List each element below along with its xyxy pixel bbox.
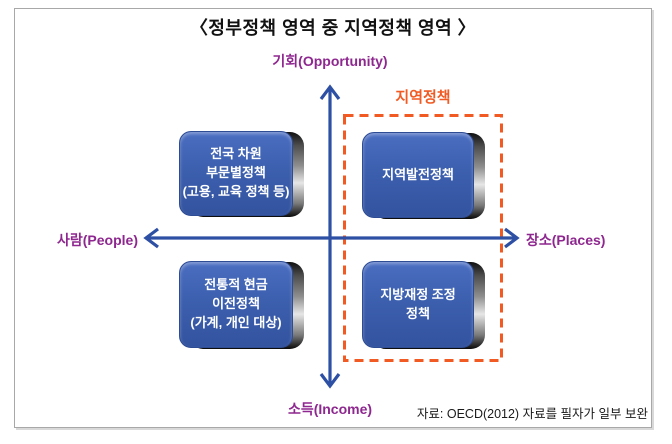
policy-box-regional-development: 지역발전정책 (362, 132, 485, 219)
box-text-line: 정책 (406, 305, 430, 321)
box-text-line: 지역발전정책 (382, 166, 454, 182)
box-face: 지역발전정책 (362, 132, 474, 218)
box-text-line: 전통적 현금 (204, 277, 268, 293)
axis-label-people: 사람(People) (57, 232, 138, 248)
box-text-line: (고용, 교육 정책 등) (182, 183, 290, 199)
box-face: 전통적 현금 이전정책 (가계, 개인 대상) (179, 261, 293, 348)
figure-title: 〈정부정책 영역 중 지역정책 영역 〉 (189, 18, 477, 38)
box-text-line: 지방재정 조정 (380, 286, 456, 302)
policy-box-cash-transfer: 전통적 현금 이전정책 (가계, 개인 대상) (179, 261, 304, 349)
box-text-line: 전국 차원 (210, 146, 262, 162)
axis-label-income: 소득(Income) (287, 401, 373, 417)
axis-label-places: 장소(Places) (526, 232, 606, 248)
figure-border-frame (14, 8, 652, 428)
source-note: 자료: OECD(2012) 자료를 필자가 일부 보완 (416, 407, 648, 421)
axis-label-opportunity: 기회(Opportunity) (272, 53, 388, 69)
box-text-line: 이전정책 (212, 296, 260, 312)
box-face: 전국 차원 부문별정책 (고용, 교육 정책 등) (179, 131, 293, 216)
policy-box-local-finance-adjustment: 지방재정 조정 정책 (362, 261, 485, 349)
box-text-line: (가계, 개인 대상) (190, 314, 282, 330)
regional-policy-label: 지역정책 (395, 89, 451, 106)
box-text-line: 부문별정책 (206, 165, 266, 181)
policy-box-national-sectoral: 전국 차원 부문별정책 (고용, 교육 정책 등) (179, 131, 304, 217)
box-face: 지방재정 조정 정책 (362, 261, 474, 348)
